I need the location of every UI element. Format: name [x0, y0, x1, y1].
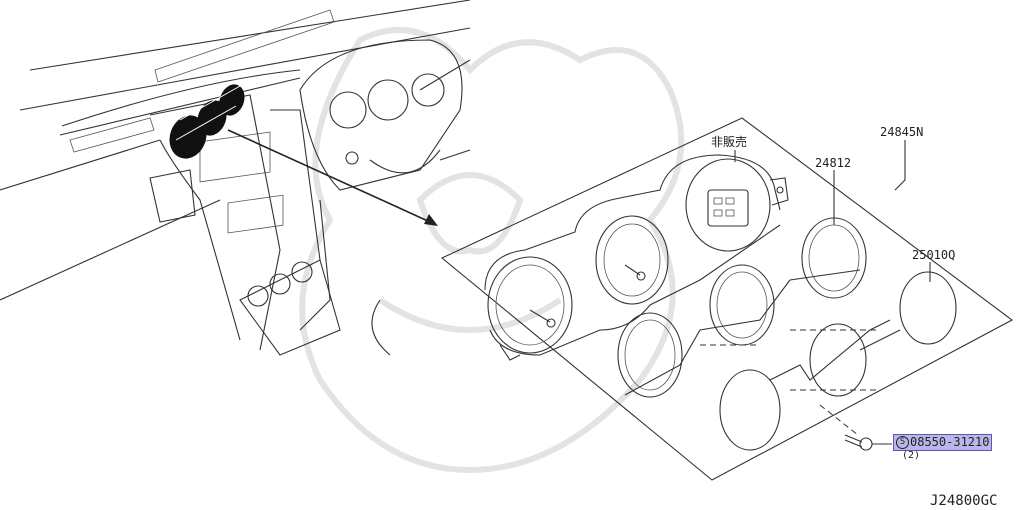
screw [844, 434, 892, 451]
part-label-25010q: 25010Q [912, 248, 956, 262]
part-label-nonsale: 非販売 [711, 135, 748, 149]
meter-location-highlight [169, 84, 245, 159]
leader-24845n [894, 140, 906, 191]
symbol-s: S [896, 436, 909, 449]
location-arrow [227, 129, 438, 226]
part-label-24845n: 24845N [880, 125, 924, 139]
lens-25010q [719, 271, 957, 451]
part-qty: (2) [902, 450, 921, 461]
bezel-24812 [617, 217, 867, 398]
part-number: 08550-31210 [910, 435, 990, 449]
assembly-frame [440, 117, 1014, 481]
assembly-line-4 [819, 404, 859, 436]
dashboard-drawing [0, 0, 471, 356]
meter-assembly [484, 154, 789, 361]
figure-code: J24800GC [930, 493, 998, 509]
part-label-24812: 24812 [815, 156, 852, 170]
watermark-emblem [299, 27, 685, 474]
